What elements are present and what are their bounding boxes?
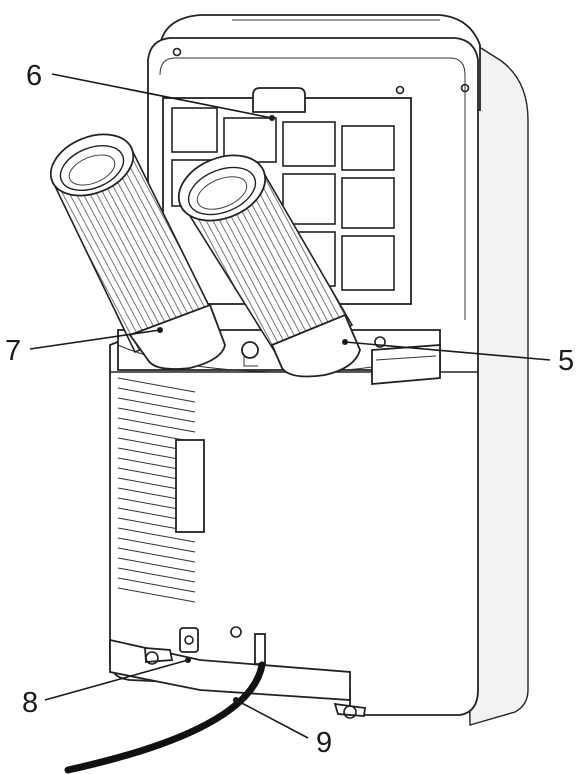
exhaust-hose-left	[49, 133, 226, 370]
callout-9: 9	[233, 697, 332, 759]
callout-6: 6	[26, 60, 275, 121]
callout-6-label: 6	[26, 60, 42, 92]
callout-9-label: 9	[316, 727, 332, 759]
exhaust-hose-right	[177, 154, 386, 378]
callout-5-label: 5	[558, 345, 574, 377]
callout-8: 8	[22, 657, 191, 719]
side-vent-louvers	[117, 377, 205, 603]
drain-port-and-base	[64, 626, 367, 774]
callout-8-label: 8	[22, 687, 38, 719]
callout-7: 7	[5, 327, 163, 367]
callout-7-label: 7	[5, 335, 21, 367]
callout-5: 5	[342, 339, 574, 377]
